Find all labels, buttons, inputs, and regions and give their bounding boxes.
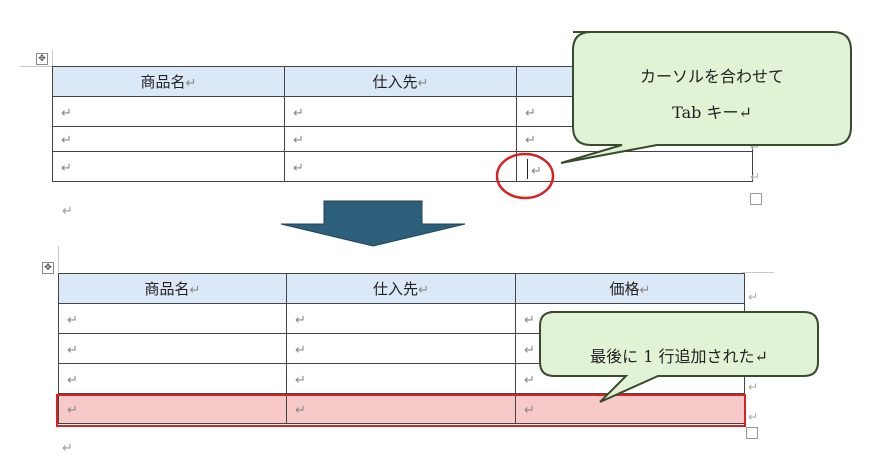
header-cell[interactable]: 商品名↵ bbox=[58, 273, 287, 304]
callout-text: 最後に 1 行追加された↵ bbox=[590, 347, 768, 366]
table-cell[interactable]: ↵ bbox=[58, 363, 287, 394]
table-move-icon[interactable]: ✥ bbox=[36, 53, 48, 65]
table-cell[interactable]: ↵ bbox=[286, 393, 516, 424]
table-move-icon[interactable]: ✥ bbox=[42, 262, 54, 274]
table-row-added: ↵ ↵ ↵ bbox=[58, 393, 745, 424]
row-end-mark: ↵ bbox=[750, 170, 761, 184]
ruler-line bbox=[742, 272, 774, 273]
table-resize-icon[interactable] bbox=[746, 427, 758, 439]
callout-line-2: Tab キー↵ bbox=[672, 103, 752, 122]
table-header-row: 商品名↵ 仕入先↵ 価格↵ bbox=[58, 273, 745, 304]
table-cell[interactable]: ↵ bbox=[52, 151, 285, 182]
highlight-circle bbox=[495, 152, 555, 200]
bottom-table: 商品名↵ 仕入先↵ 価格↵ ↵ ↵ ↵ ↵ ↵ ↵ ↵ ↵ ↵ ↵ ↵ ↵ bbox=[58, 273, 745, 424]
table-cell-target[interactable]: ↵ bbox=[516, 151, 753, 182]
header-cell[interactable]: 価格↵ bbox=[515, 273, 745, 304]
down-arrow-icon bbox=[280, 200, 466, 247]
paragraph-mark: ↵ bbox=[62, 441, 73, 456]
text-cursor bbox=[527, 158, 528, 179]
callout-bubble bbox=[539, 311, 819, 403]
table-cell[interactable]: ↵ bbox=[52, 126, 285, 152]
table-cell[interactable]: ↵ bbox=[286, 303, 516, 334]
ruler-line bbox=[20, 66, 52, 67]
header-cell[interactable]: 仕入先↵ bbox=[284, 66, 517, 97]
table-cell[interactable]: ↵ bbox=[284, 151, 517, 182]
table-cell[interactable]: ↵ bbox=[286, 333, 516, 364]
table-row: ↵ ↵ ↵ bbox=[58, 363, 745, 394]
row-end-mark: ↵ bbox=[750, 140, 761, 154]
ruler-line bbox=[58, 246, 59, 272]
table-cell[interactable]: ↵ bbox=[52, 96, 285, 127]
row-end-mark: ↵ bbox=[748, 410, 759, 424]
table-row: ↵ ↵ ↵ bbox=[52, 151, 753, 182]
ruler-line bbox=[52, 50, 53, 66]
table-cell[interactable]: ↵ bbox=[286, 363, 516, 394]
table-resize-icon[interactable] bbox=[750, 193, 762, 205]
table-cell[interactable]: ↵ bbox=[58, 393, 287, 424]
callout-line-1: カーソルを合わせて bbox=[639, 67, 784, 86]
header-cell[interactable]: 商品名↵ bbox=[52, 66, 285, 97]
row-end-mark: ↵ bbox=[748, 380, 759, 394]
table-cell[interactable]: ↵ bbox=[58, 303, 287, 334]
header-cell[interactable]: 仕入先↵ bbox=[286, 273, 516, 304]
callout-bubble bbox=[560, 31, 852, 164]
table-cell[interactable]: ↵ bbox=[58, 333, 287, 364]
row-end-mark: ↵ bbox=[748, 290, 759, 304]
paragraph-mark: ↵ bbox=[62, 204, 73, 219]
added-row-highlight bbox=[56, 394, 746, 427]
table-cell[interactable]: ↵ bbox=[284, 96, 517, 127]
table-cell[interactable]: ↵ bbox=[284, 126, 517, 152]
